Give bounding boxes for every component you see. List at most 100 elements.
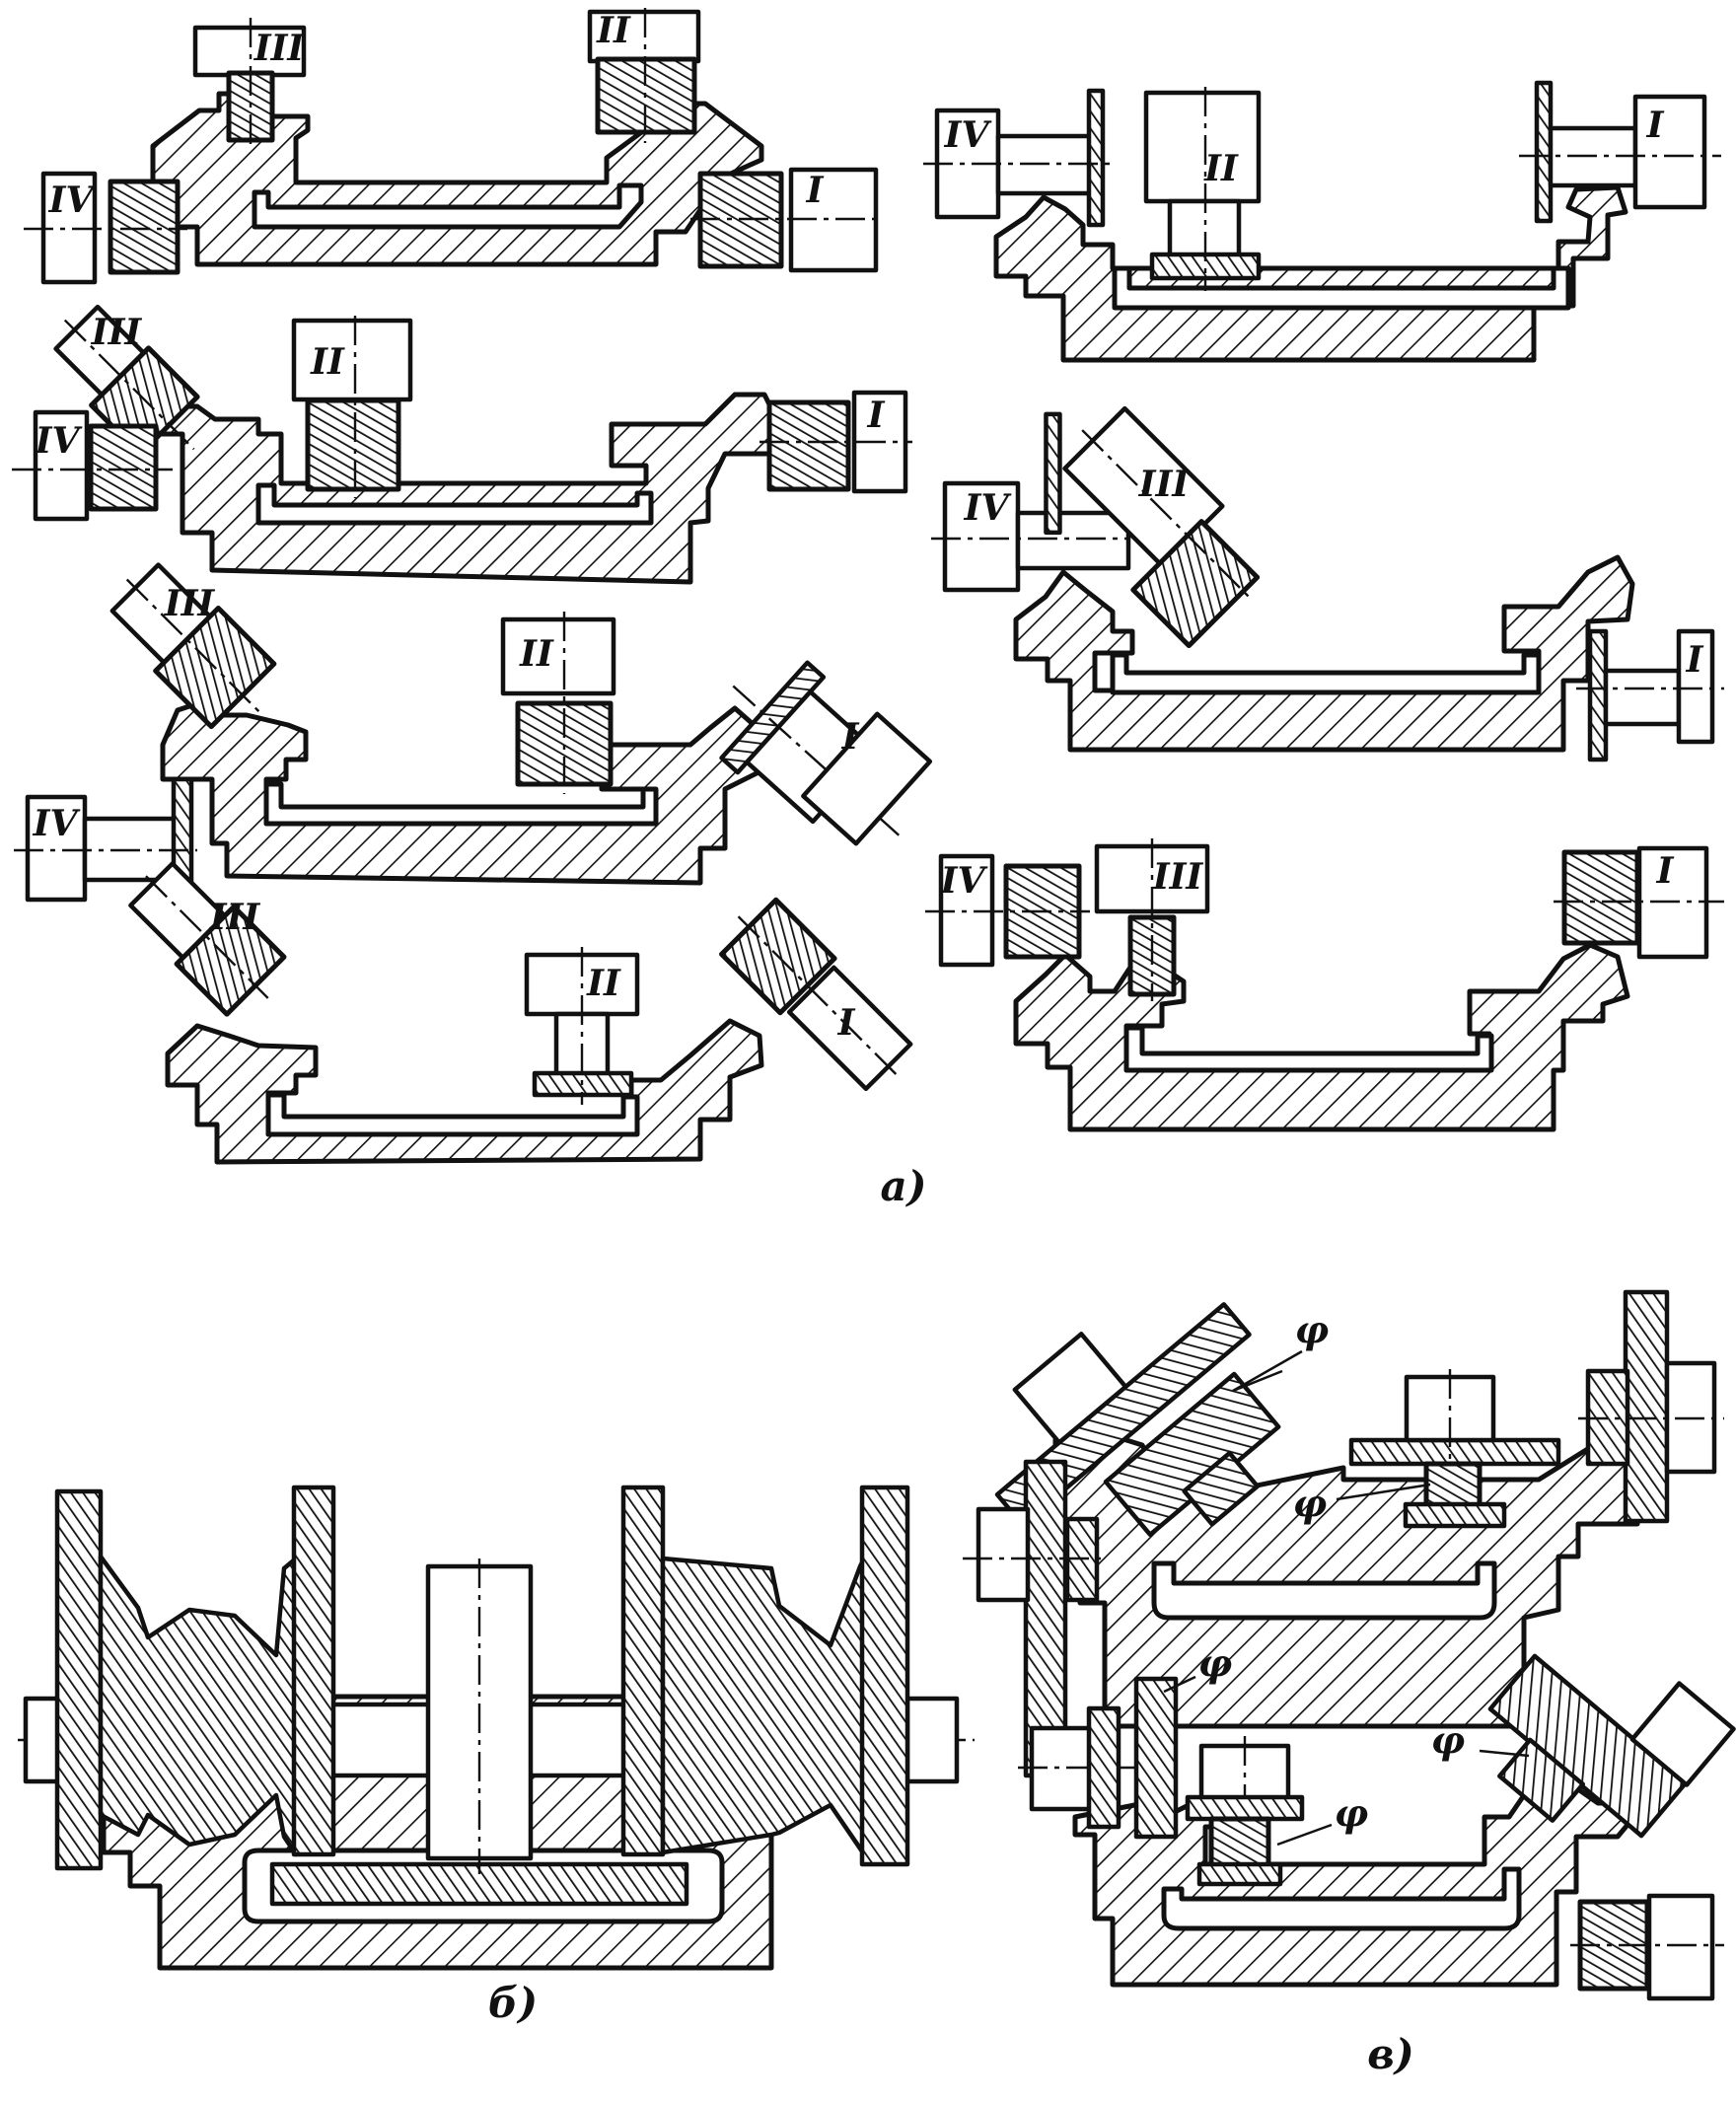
workpiece-profile (1013, 554, 1635, 753)
side-cutter-right-outer (859, 1485, 910, 1867)
scheme-a3: III II IV I (14, 562, 933, 910)
panel-label-a: а) (880, 1162, 926, 1210)
label-four: IV (48, 180, 97, 221)
top-plate (1348, 1437, 1561, 1467)
leader-phi-lower-left (1163, 1675, 1196, 1694)
leader-phi-mid (1336, 1483, 1431, 1501)
spindle-right (1646, 1893, 1715, 2001)
label-three: III (209, 897, 261, 938)
scheme-a7: IV III I (925, 838, 1724, 1132)
label-two: II (310, 341, 345, 383)
angled-tool-one (719, 660, 904, 839)
label-four: IV (33, 803, 81, 844)
scheme-a6: IV III I (931, 405, 1724, 762)
scheme-c1: φ φ (963, 1289, 1724, 1778)
label-two: II (519, 633, 554, 675)
angled-disc-cutter-lower (1487, 1653, 1736, 1839)
cutter-one (766, 399, 851, 492)
label-one: I (841, 716, 860, 758)
leader-phi-lower-right (1479, 1749, 1530, 1758)
side-cutter-left-outer (54, 1488, 104, 1871)
angled-tool-three (109, 562, 277, 730)
workpiece-profile (165, 1018, 764, 1165)
label-three: III (91, 312, 143, 353)
leader-phi-upper-b (1232, 1369, 1283, 1393)
label-one: I (867, 395, 886, 436)
end-mill-plate-bottom (1196, 1861, 1283, 1887)
panel-a: III II IV I III (12, 8, 1724, 1210)
side-disc-left (1023, 1459, 1068, 1778)
tool-mark-upper: φ (1295, 1308, 1329, 1352)
side-cutter-right-inner (620, 1485, 666, 1857)
end-mill-plate-top (1185, 1794, 1305, 1822)
inner-cavity (252, 182, 644, 230)
inner-cavity (263, 781, 659, 827)
inner-cavity (1112, 265, 1571, 311)
inner-cavity (255, 482, 654, 526)
label-one: I (806, 170, 825, 211)
inner-cavity (1123, 1025, 1494, 1073)
spindle-head-one (1632, 94, 1707, 210)
side-disc-left (1133, 1676, 1179, 1840)
end-mill-cutter (1208, 1816, 1271, 1869)
label-four: IV (964, 487, 1012, 529)
disc-cutter-four (1086, 88, 1106, 228)
cutter-one (1561, 849, 1640, 946)
label-one: I (1656, 850, 1675, 892)
cutter-two (305, 398, 401, 492)
panel-b: б) (18, 1485, 975, 2027)
workpiece-profile (145, 392, 782, 585)
form-cutter-right (660, 1556, 867, 1857)
label-four: IV (940, 860, 988, 902)
spindle-head-one (1676, 628, 1715, 745)
spindle-left (976, 1506, 1031, 1603)
workpiece-profile (1013, 942, 1630, 1132)
inner-cavity (1151, 1560, 1497, 1621)
tool-mark-lower-left: φ (1198, 1641, 1232, 1686)
tool-mark-lower-right: φ (1431, 1718, 1465, 1763)
spindle-head-four (25, 794, 88, 903)
label-one: I (837, 1002, 856, 1044)
spindle-head-two (500, 616, 616, 696)
side-cutter-left-inner (291, 1485, 336, 1857)
tool-mark-lower-mid: φ (1335, 1791, 1368, 1836)
arbor-right-end (904, 1696, 960, 1784)
inner-cavity (1161, 1866, 1522, 1931)
angled-tool-three (1044, 405, 1261, 649)
cutter-four (108, 179, 181, 275)
spindle-head-two (291, 318, 413, 402)
label-one: I (1686, 639, 1704, 681)
label-one: I (1646, 105, 1665, 146)
label-three: III (164, 583, 216, 624)
spindle-head-two (1143, 90, 1262, 204)
angled-tool-one (719, 897, 913, 1092)
panel-label-c: в) (1367, 2030, 1413, 2078)
scheme-a5: IV II I (923, 80, 1721, 363)
scheme-a1: III II IV I (24, 8, 883, 285)
end-mill-cutter (1423, 1461, 1483, 1510)
cutter-four (88, 423, 159, 512)
scheme-a2: III II IV I (12, 304, 912, 585)
disc-cutter-one (1587, 628, 1609, 762)
label-three: III (1138, 464, 1191, 505)
panel-label-b: б) (488, 1979, 538, 2027)
angled-cutter-lower-second (1497, 1737, 1586, 1823)
side-disc-right (1623, 1289, 1670, 1524)
workpiece-profile (160, 697, 767, 886)
scheme-c2: φ φ φ (1018, 1641, 1736, 2001)
angled-tool-three (128, 861, 287, 1017)
cutter-left (1086, 1705, 1121, 1830)
label-two: II (596, 10, 631, 51)
inner-cavity (1110, 652, 1542, 695)
angled-small-cutter (1182, 1450, 1261, 1527)
label-four: IV (944, 114, 992, 156)
label-three: III (253, 28, 306, 69)
spindle-head-one (801, 711, 933, 846)
scheme-a4: III II I (128, 861, 913, 1165)
label-two: II (1203, 148, 1239, 189)
label-three: III (1152, 856, 1204, 898)
leader-phi-upper (1232, 1349, 1303, 1393)
end-mill-plate (1403, 1501, 1507, 1529)
leader-phi-lower-mid (1276, 1823, 1333, 1847)
